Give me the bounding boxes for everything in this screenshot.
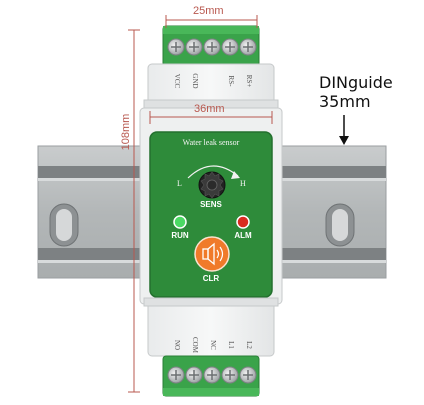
dimension-height: [128, 29, 140, 393]
terminal-label-com: COM: [191, 337, 199, 353]
front-panel: [149, 131, 273, 298]
knob-high-label: H: [240, 179, 246, 188]
rotary-knob-icon[interactable]: [198, 171, 226, 199]
clr-label: CLR: [202, 274, 220, 283]
din-guide-size: 35mm: [319, 92, 371, 111]
run-led: [173, 215, 187, 229]
terminal-label-l2: L2: [245, 341, 253, 349]
dimension-top-width-label: 25mm: [193, 5, 224, 17]
panel-title: Water leak sensor: [182, 138, 240, 147]
dimension-height-label: 108mm: [120, 113, 132, 151]
run-label: RUN: [171, 231, 189, 240]
din-guide-callout: DINguide 35mm: [319, 73, 393, 111]
terminal-label-rs-plus: RS+: [245, 74, 253, 88]
bottom-screw-row: [167, 366, 257, 384]
terminal-label-l1: L1: [227, 341, 235, 349]
dimension-top-width: [165, 15, 258, 28]
terminal-label-rs-minus: RS-: [227, 75, 235, 87]
dimension-body-width-label: 36mm: [194, 103, 225, 115]
terminal-label-gnd: GND: [191, 73, 199, 89]
dimension-body-width: [149, 111, 273, 124]
knob-low-label: L: [177, 179, 182, 188]
speaker-icon: [202, 242, 224, 266]
terminal-label-no: NO: [173, 339, 181, 351]
terminal-label-vcc: VCC: [173, 73, 181, 89]
terminal-label-nc: NC: [209, 340, 217, 350]
arrow-down-icon: [339, 115, 349, 145]
alm-led: [236, 215, 250, 229]
alm-label: ALM: [234, 231, 252, 240]
sens-label: SENS: [200, 200, 222, 209]
top-screw-row: [167, 38, 257, 56]
clr-button[interactable]: [194, 236, 230, 272]
din-guide-label: DINguide: [319, 73, 393, 92]
